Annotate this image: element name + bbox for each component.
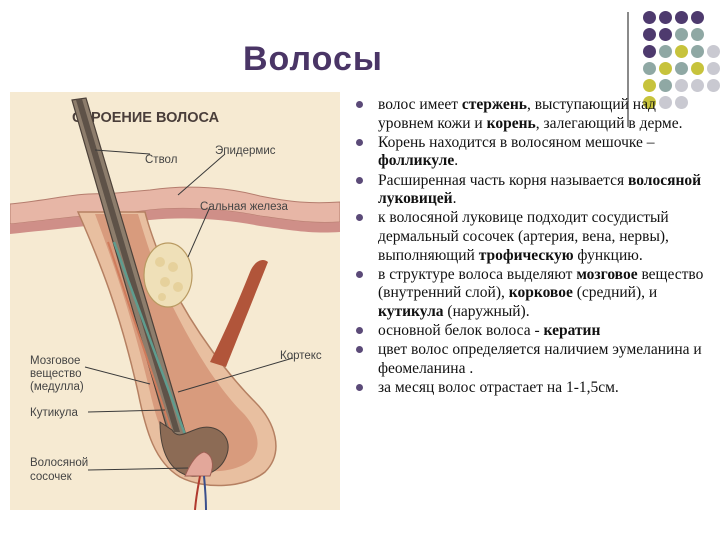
bullet-dot bbox=[356, 346, 363, 353]
decor-dot bbox=[643, 45, 656, 58]
label-epidermis: Эпидермис bbox=[215, 145, 276, 157]
bullet-dot bbox=[356, 214, 363, 221]
bullet-text: . bbox=[454, 152, 458, 169]
decor-dot bbox=[659, 45, 672, 58]
bullet-item: в структуре волоса выделяют мозговое вещ… bbox=[354, 266, 710, 322]
bullet-text: , залегающий в дерме. bbox=[536, 115, 683, 132]
label-cuticle: Кутикула bbox=[30, 407, 79, 419]
hair-structure-diagram: СТРОЕНИЕ ВОЛОСА Ствол Эпидермис Сальная … bbox=[10, 92, 340, 510]
decor-dot bbox=[643, 62, 656, 75]
slide-title: Волосы bbox=[243, 40, 383, 79]
decor-dot bbox=[691, 62, 704, 75]
bullet-text: Расширенная часть корня называется bbox=[378, 172, 628, 189]
decor-dot bbox=[643, 11, 656, 24]
bullet-item: за месяц волос отрастает на 1-1,5см. bbox=[354, 379, 710, 398]
decor-dot bbox=[659, 79, 672, 92]
bullet-text: (средний), и bbox=[573, 284, 657, 301]
bullet-bold: корень bbox=[487, 115, 536, 132]
label-cortex: Кортекс bbox=[280, 350, 322, 362]
label-medulla-3: (медулла) bbox=[30, 381, 84, 393]
bullet-dot bbox=[356, 271, 363, 278]
gland-cell bbox=[160, 277, 170, 287]
decor-dot bbox=[691, 11, 704, 24]
bullet-item: к волосяной луковице подходит сосудистый… bbox=[354, 209, 710, 265]
bullet-dot bbox=[356, 101, 363, 108]
decor-dot bbox=[675, 11, 688, 24]
decor-dot bbox=[691, 28, 704, 41]
bullet-dot bbox=[356, 177, 363, 184]
bullet-bold: корковое bbox=[509, 284, 573, 301]
label-papilla-1: Волосяной bbox=[30, 457, 88, 469]
gland-cell bbox=[155, 257, 165, 267]
bullet-bold: трофическую bbox=[479, 247, 574, 264]
decor-dot bbox=[675, 62, 688, 75]
label-shaft: Ствол bbox=[145, 154, 177, 166]
bullet-item: Корень находится в волосяном мешочке –фо… bbox=[354, 134, 710, 171]
bullet-item: Расширенная часть корня называется волос… bbox=[354, 172, 710, 209]
bullet-text: Корень находится в волосяном мешочке – bbox=[378, 134, 655, 151]
decor-dot bbox=[675, 45, 688, 58]
bullet-item: цвет волос определяется наличием эумелан… bbox=[354, 341, 710, 378]
decor-dot bbox=[675, 79, 688, 92]
bullet-text: . bbox=[453, 190, 457, 207]
bullet-text: цвет волос определяется наличием эумелан… bbox=[378, 341, 702, 377]
decor-dot bbox=[707, 45, 720, 58]
bullet-text: за месяц волос отрастает на 1-1,5см. bbox=[378, 379, 619, 396]
gland-cell bbox=[168, 262, 178, 272]
bullet-text: в структуре волоса выделяют bbox=[378, 266, 576, 283]
bullet-dot bbox=[356, 384, 363, 391]
gland-cell bbox=[173, 282, 183, 292]
bullet-item: волос имеет стержень, выступающий над ур… bbox=[354, 96, 710, 133]
bullet-dot bbox=[356, 327, 363, 334]
label-medulla-1: Мозговое bbox=[30, 355, 80, 367]
bullet-text: основной белок волоса - bbox=[378, 322, 544, 339]
label-papilla-2: сосочек bbox=[30, 471, 73, 483]
label-sebaceous-gland: Сальная железа bbox=[200, 201, 289, 213]
gland-cell bbox=[158, 293, 166, 301]
bullet-text: функцию. bbox=[574, 247, 643, 264]
decor-dot bbox=[691, 79, 704, 92]
decor-dot bbox=[643, 79, 656, 92]
decor-dot bbox=[659, 11, 672, 24]
decor-dot bbox=[707, 62, 720, 75]
bullet-bold: кератин bbox=[544, 322, 601, 339]
bullet-text: (наружный). bbox=[444, 303, 530, 320]
decor-dot bbox=[659, 28, 672, 41]
label-medulla-2: вещество bbox=[30, 368, 82, 380]
decor-dot bbox=[691, 45, 704, 58]
bullet-bold: фолликуле bbox=[378, 152, 454, 169]
sebaceous-gland bbox=[144, 243, 192, 307]
bullet-text: волос имеет bbox=[378, 96, 462, 113]
bullet-item: основной белок волоса - кератин bbox=[354, 322, 710, 341]
bullet-bold: мозговое bbox=[576, 266, 637, 283]
decor-dot bbox=[675, 28, 688, 41]
bullet-bold: стержень bbox=[462, 96, 527, 113]
bullet-list: волос имеет стержень, выступающий над ур… bbox=[354, 96, 710, 398]
decor-dot bbox=[707, 79, 720, 92]
bullet-dot bbox=[356, 139, 363, 146]
decor-dot bbox=[659, 62, 672, 75]
decor-dot bbox=[643, 28, 656, 41]
bullet-bold: кутикула bbox=[378, 303, 444, 320]
